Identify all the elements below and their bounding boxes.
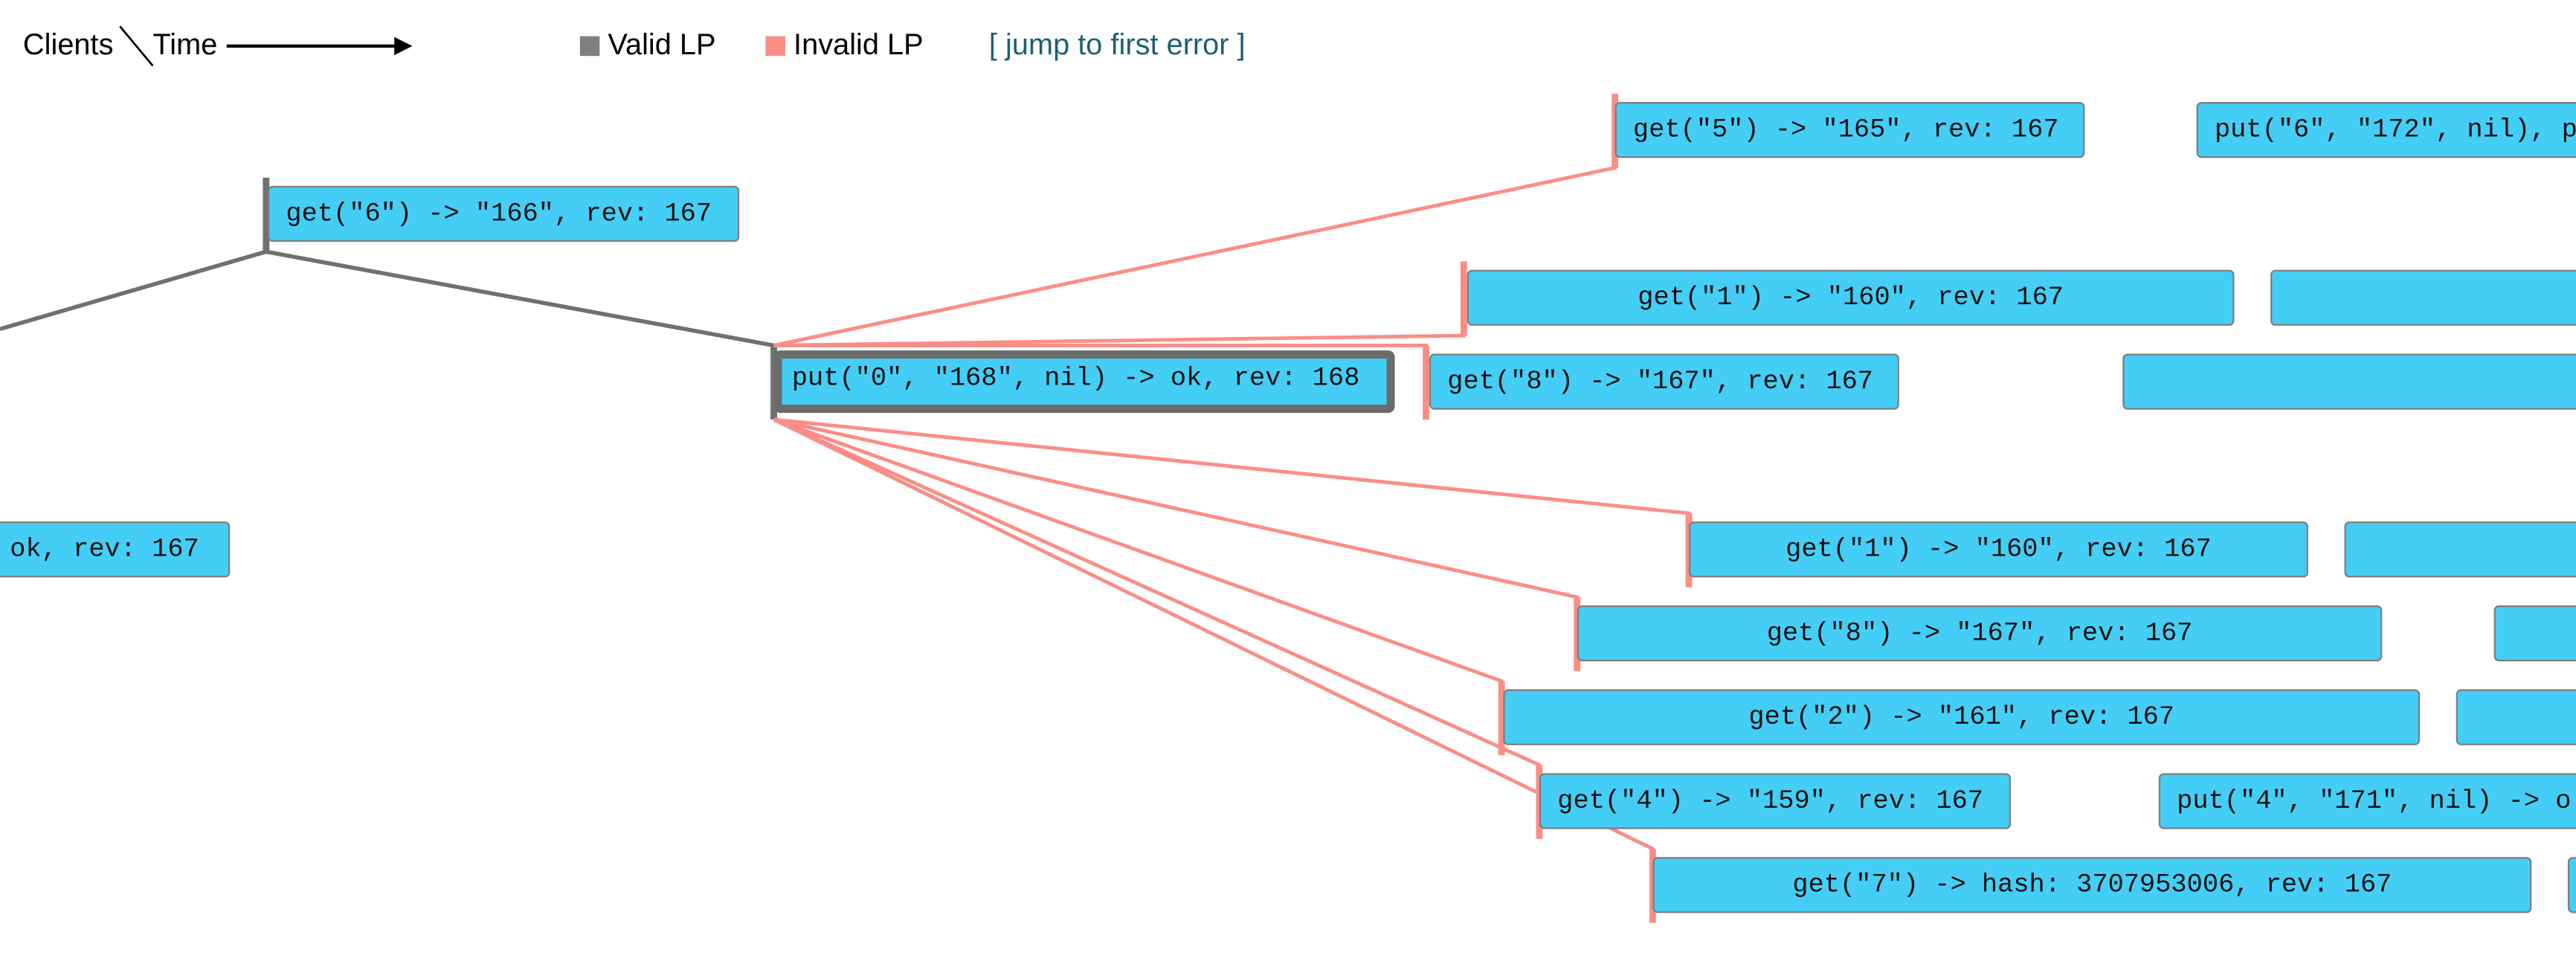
operation-get-1-a[interactable]: get("1") -> "160", rev: 167 — [1466, 269, 2235, 326]
time-label: Time — [152, 28, 218, 61]
clients-label: Clients — [22, 28, 114, 61]
valid-lp-path — [0, 249, 775, 348]
operation-left-ok[interactable]: ok, rev: 167 — [0, 521, 231, 578]
time-axis-arrow-head — [394, 36, 413, 56]
clients-time-divider — [119, 25, 154, 67]
operation-get-1-b[interactable]: get("1") -> "160", rev: 167 — [1689, 521, 2308, 578]
operation-partial[interactable] — [2493, 605, 2576, 662]
operation-put-4[interactable]: put("4", "171", nil) -> o — [2158, 773, 2576, 829]
operation-partial[interactable] — [2344, 521, 2576, 578]
operation-partial[interactable] — [2122, 353, 2576, 410]
valid-lp-legend-label: Valid LP — [608, 28, 716, 61]
invalid-lp-path-get-4 — [773, 417, 1542, 839]
operation-partial[interactable] — [2567, 857, 2576, 913]
operation-get-4[interactable]: get("4") -> "159", rev: 167 — [1539, 773, 2012, 829]
invalid-lp-path-get-8-b — [773, 417, 1580, 672]
operation-get-6[interactable]: get("6") -> "166", rev: 167 — [268, 185, 740, 242]
operation-put-6[interactable]: put("6", "172", nil), p — [2196, 102, 2576, 158]
invalid-lp-path-get-1-b — [773, 417, 1691, 588]
jump-to-first-error-link[interactable]: [ jump to first error ] — [988, 28, 1246, 61]
invalid-lp-swatch — [765, 36, 785, 57]
operation-get-2[interactable]: get("2") -> "161", rev: 167 — [1503, 689, 2421, 745]
operation-get-8-b[interactable]: get("8") -> "167", rev: 167 — [1577, 605, 2383, 662]
operation-get-5[interactable]: get("5") -> "165", rev: 167 — [1614, 102, 2085, 158]
operation-partial[interactable] — [2270, 269, 2576, 326]
operation-get-7[interactable]: get("7") -> hash: 3707953006, rev: 167 — [1652, 857, 2532, 913]
operation-get-8-a[interactable]: get("8") -> "167", rev: 167 — [1429, 353, 1899, 410]
operation-put-0-selected[interactable]: put("0", "168", nil) -> ok, rev: 168 — [773, 350, 1395, 414]
valid-lp-swatch — [579, 36, 600, 57]
invalid-lp-legend-label: Invalid LP — [793, 28, 924, 61]
operation-partial[interactable] — [2456, 689, 2576, 745]
